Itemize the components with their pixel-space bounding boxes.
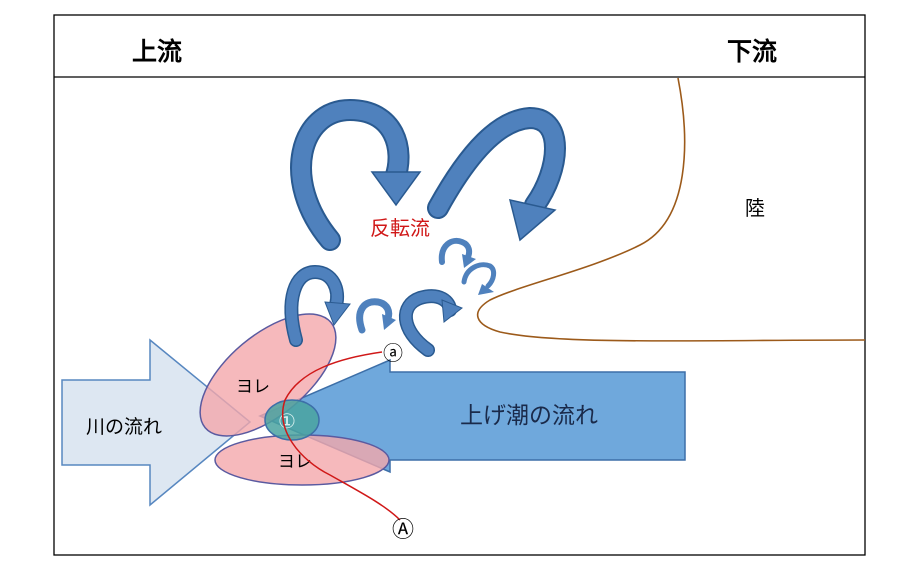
point-small-a-label: ⓐ [383, 341, 403, 365]
swirl-arrow-medium-left [284, 264, 351, 347]
swirl-arrow-small-2 [438, 238, 476, 268]
swirl-arrow-medium-center [398, 289, 463, 357]
collision-point-circle [264, 399, 320, 441]
current-boundary-line [282, 351, 401, 521]
downstream-label: 下流 [727, 37, 777, 66]
river-flow-label: 川の流れ [86, 416, 162, 438]
swirl-arrow-large-right [427, 106, 566, 242]
point-one-label: ① [278, 409, 296, 433]
land-boundary-line [476, 77, 866, 342]
upstream-label: 上流 [132, 37, 182, 66]
point-large-a-label: Ⓐ [392, 518, 414, 543]
swirl-arrow-small-3 [461, 262, 497, 295]
rising-tide-label: 上げ潮の流れ [460, 403, 598, 429]
yore-lower-label: ヨレ [278, 452, 312, 472]
land-label: 陸 [745, 196, 765, 220]
yore-upper-label: ヨレ [236, 377, 270, 397]
reverse-flow-label: 反転流 [370, 216, 430, 240]
swirl-arrow-large-left [290, 98, 422, 251]
river-flow-arrow [61, 338, 252, 507]
swirl-arrow-small-1 [356, 298, 396, 334]
